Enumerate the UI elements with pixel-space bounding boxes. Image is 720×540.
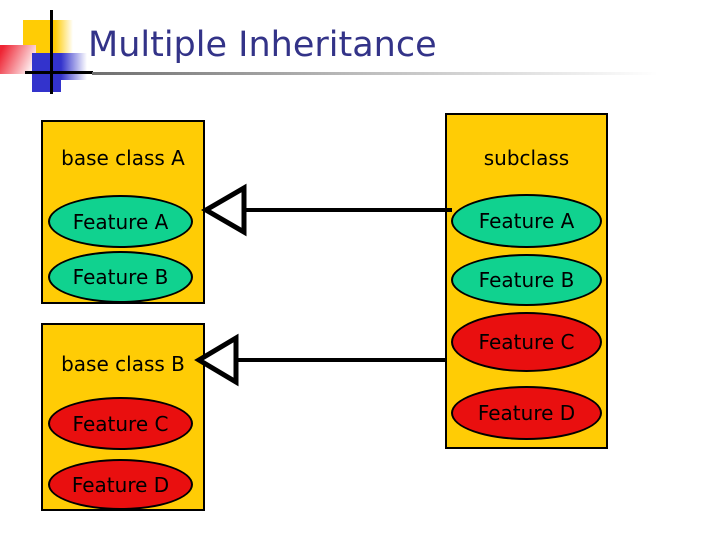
base-b-feature-c-ellipse: Feature C xyxy=(48,397,193,450)
subclass-feature-d-ellipse: Feature D xyxy=(451,386,602,440)
base-class-b-label: base class B xyxy=(61,352,185,376)
subclass-feature-a-ellipse: Feature A xyxy=(451,194,602,248)
decoration-vertical-line xyxy=(50,10,53,94)
arrow-subclass-to-base-b xyxy=(194,333,445,387)
subclass-label: subclass xyxy=(483,146,570,170)
base-b-feature-d-ellipse: Feature D xyxy=(48,459,193,510)
subclass-feature-c-ellipse: Feature C xyxy=(451,312,602,372)
subclass-feature-b-ellipse: Feature B xyxy=(451,254,602,306)
base-a-feature-b-ellipse: Feature B xyxy=(48,251,193,303)
base-class-a-label: base class A xyxy=(61,146,185,170)
arrow-subclass-to-base-a xyxy=(201,183,452,237)
decoration-horizontal-line xyxy=(25,71,93,74)
decoration-red-square xyxy=(0,45,36,74)
base-a-feature-a-ellipse: Feature A xyxy=(48,195,193,248)
slide-title: Multiple Inheritance xyxy=(88,25,437,65)
title-underline-rule xyxy=(92,72,658,75)
decoration-blue-square-fade xyxy=(61,53,87,80)
